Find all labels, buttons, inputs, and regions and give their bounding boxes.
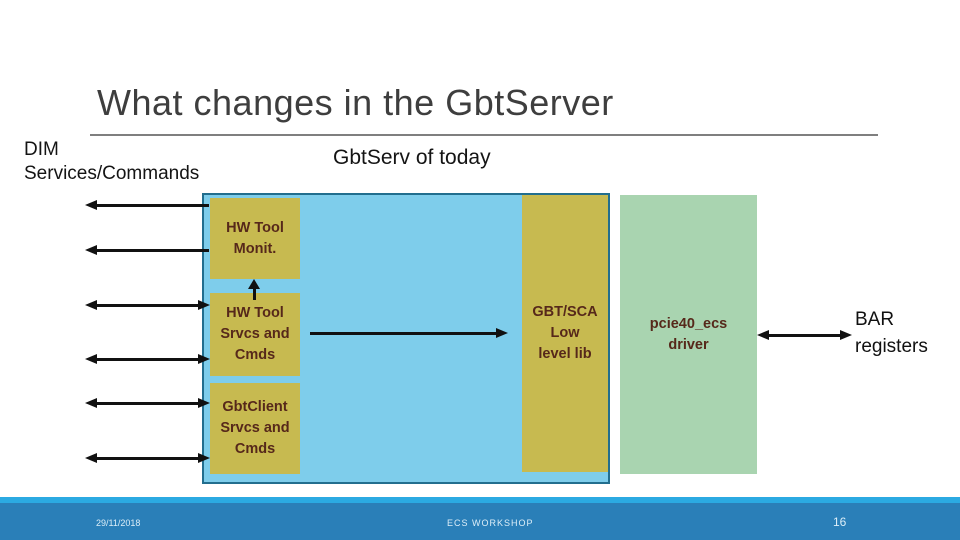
arrow-right-head-icon bbox=[198, 398, 210, 408]
dim-arrow-4 bbox=[85, 354, 210, 365]
footer-date: 29/11/2018 bbox=[96, 518, 141, 528]
arrow-left-head-icon bbox=[85, 245, 97, 255]
title-underline bbox=[90, 134, 878, 136]
arrow-shaft bbox=[94, 304, 201, 307]
arrow-shaft bbox=[94, 249, 209, 252]
box-pcie40-ecs-driver: pcie40_ecs driver bbox=[620, 195, 757, 474]
arrow-shaft bbox=[94, 457, 201, 460]
srvcs-to-monit-arrow bbox=[248, 279, 260, 300]
dim-arrow-5 bbox=[85, 398, 210, 409]
dim-arrow-1 bbox=[85, 200, 209, 211]
dim-arrow-6 bbox=[85, 453, 210, 464]
driver-to-bar-arrow bbox=[757, 330, 852, 341]
arrow-right-head-icon bbox=[198, 354, 210, 364]
arrow-left-head-icon bbox=[85, 300, 97, 310]
arrow-left-head-icon bbox=[757, 330, 769, 340]
box-gbtclient-srvcs: GbtClient Srvcs and Cmds bbox=[210, 383, 300, 474]
srvcs-to-lib-arrow bbox=[310, 328, 508, 339]
box-gbt-sca-lib: GBT/SCA Low level lib bbox=[522, 195, 608, 472]
footer-accent-strip bbox=[0, 497, 960, 503]
bar-registers-label: BAR registers bbox=[855, 309, 928, 357]
arrow-shaft bbox=[94, 402, 201, 405]
box-hw-tool-srvcs: HW Tool Srvcs and Cmds bbox=[210, 293, 300, 376]
footer-event-label: ECS WORKSHOP bbox=[447, 518, 534, 528]
arrow-up-head-icon bbox=[248, 279, 260, 289]
dim-arrow-3 bbox=[85, 300, 210, 311]
arrow-shaft bbox=[766, 334, 843, 337]
gbtserv-of-today-label: GbtServ of today bbox=[333, 146, 491, 169]
arrow-shaft bbox=[94, 204, 209, 207]
arrow-left-head-icon bbox=[85, 398, 97, 408]
box-hw-tool-monit: HW Tool Monit. bbox=[210, 198, 300, 279]
arrow-left-head-icon bbox=[85, 354, 97, 364]
arrow-right-head-icon bbox=[840, 330, 852, 340]
dim-services-label: DIM Services/Commands bbox=[24, 139, 200, 184]
arrow-left-head-icon bbox=[85, 200, 97, 210]
arrow-shaft bbox=[252, 287, 256, 300]
dim-arrow-2 bbox=[85, 245, 209, 256]
footer-page-number: 16 bbox=[833, 515, 847, 529]
arrow-shaft bbox=[94, 358, 201, 361]
arrow-left-head-icon bbox=[85, 453, 97, 463]
page-title: What changes in the GbtServer bbox=[97, 82, 614, 123]
arrow-shaft bbox=[310, 332, 499, 335]
arrow-right-head-icon bbox=[198, 453, 210, 463]
arrow-right-head-icon bbox=[496, 328, 508, 338]
arrow-right-head-icon bbox=[198, 300, 210, 310]
footer-bar: 29/11/2018 ECS WORKSHOP 16 bbox=[0, 497, 960, 540]
